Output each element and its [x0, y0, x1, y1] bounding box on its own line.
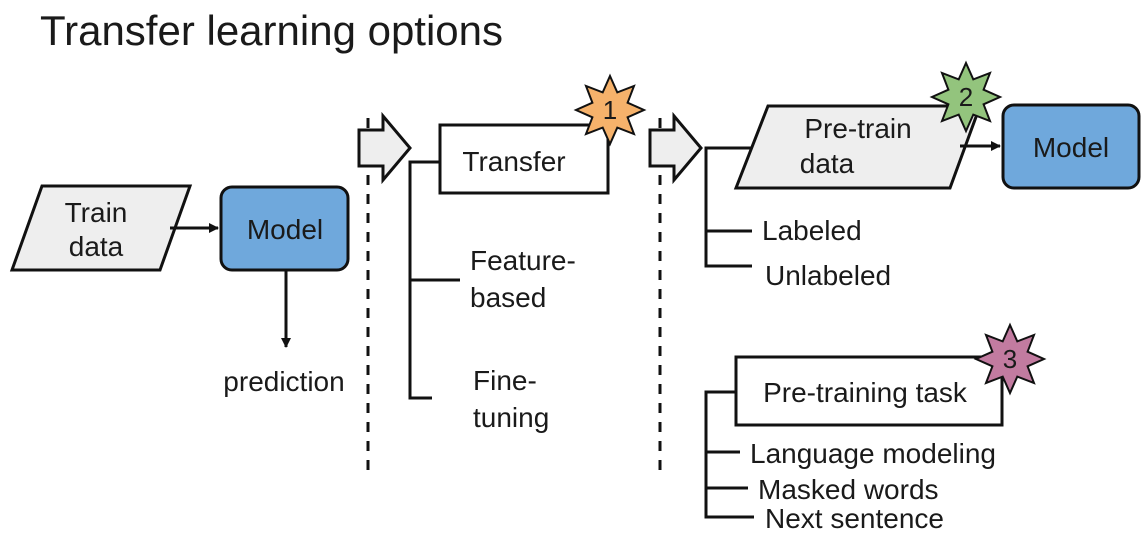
flow-arrow-1	[357, 111, 412, 185]
unlabeled-label: Unlabeled	[765, 260, 891, 291]
slide-title: Transfer learning options	[40, 7, 503, 54]
badge-star-2	[929, 60, 1003, 134]
pretrain-data-shape	[733, 104, 983, 190]
model-box-right	[1001, 103, 1141, 190]
task-bracket	[704, 390, 754, 519]
badge-1-number: 1	[603, 95, 617, 125]
feature-based-line2: based	[470, 282, 546, 313]
fine-tuning-line1: Fine-	[473, 365, 537, 396]
pretraining-task-box	[734, 355, 1004, 427]
train-data-label-line1: Train	[65, 197, 128, 228]
next-sentence-label: Next sentence	[765, 503, 944, 534]
language-modeling-label: Language modeling	[750, 438, 996, 469]
train-data-label-line2: data	[69, 231, 124, 262]
badge-3-number: 3	[1003, 344, 1017, 374]
model-label-right: Model	[1033, 132, 1109, 163]
pretrain-bracket	[704, 146, 760, 268]
feature-based-line1: Feature-	[470, 245, 576, 276]
model-label-left: Model	[247, 214, 323, 245]
badge-2-number: 2	[959, 82, 973, 112]
transfer-label: Transfer	[462, 146, 565, 177]
badge-star-3	[973, 322, 1047, 396]
masked-words-label: Masked words	[758, 474, 939, 505]
labeled-label: Labeled	[762, 215, 862, 246]
transfer-box	[438, 123, 610, 195]
pretraining-task-label: Pre-training task	[763, 377, 968, 408]
flow-arrow-2	[648, 111, 703, 185]
prediction-label: prediction	[223, 366, 344, 397]
pretrain-data-line1: Pre-train	[804, 113, 911, 144]
fine-tuning-line2: tuning	[473, 402, 549, 433]
train-data-shape	[9, 184, 193, 272]
pretrain-data-line2: data	[800, 148, 855, 179]
badge-star-1	[573, 73, 647, 147]
